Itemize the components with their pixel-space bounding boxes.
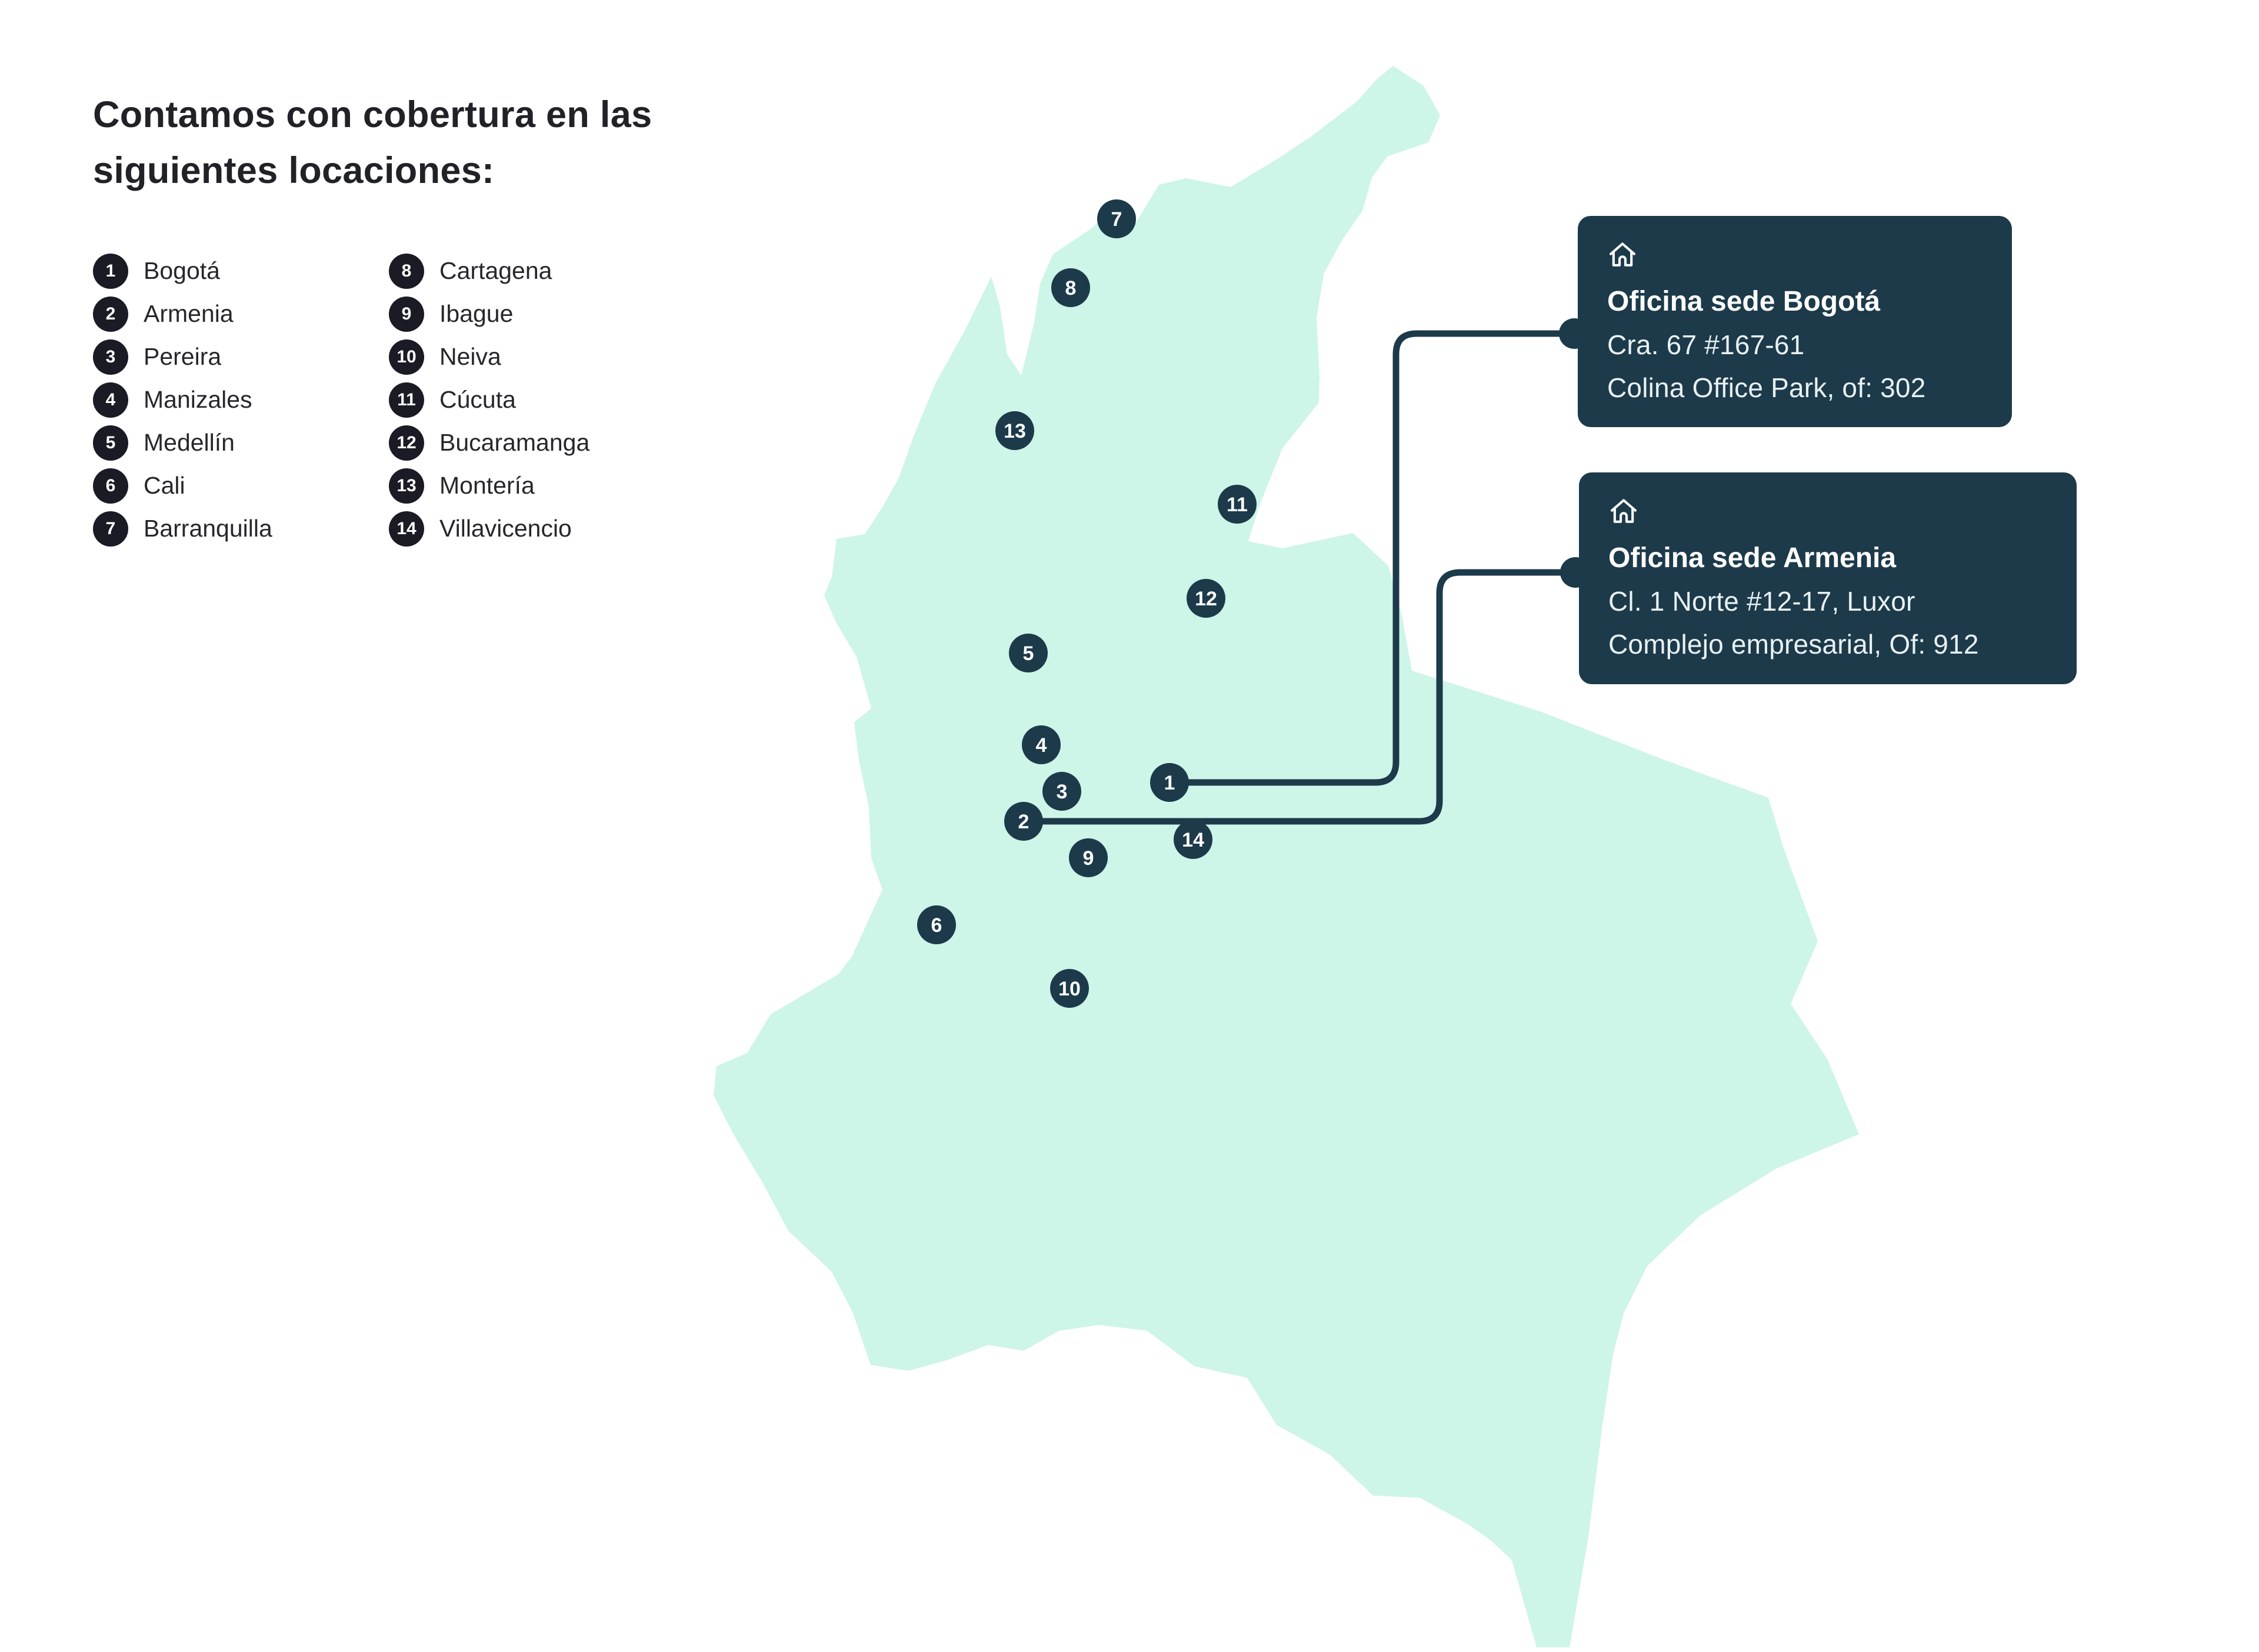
svg-text:6: 6 — [931, 914, 942, 937]
map-marker-4: 4 — [1022, 725, 1061, 764]
legend-city-label: Cartagena — [439, 257, 552, 284]
map-marker-5: 5 — [1009, 634, 1048, 672]
legend-city-label: Manizales — [144, 386, 252, 413]
svg-text:4: 4 — [1036, 734, 1047, 757]
office-card-address-line1: Cl. 1 Norte #12-17, Luxor — [1608, 586, 1915, 617]
legend-item-bogotá: 1 Bogotá — [93, 249, 272, 292]
map-marker-9: 9 — [1069, 838, 1108, 877]
legend-item-medellín: 5 Medellín — [93, 421, 272, 464]
legend-number-badge: 3 — [93, 339, 128, 375]
home-icon — [1611, 499, 1637, 523]
legend-item-barranquilla: 7 Barranquilla — [93, 507, 272, 550]
legend-item-armenia: 2 Armenia — [93, 292, 272, 335]
legend-city-label: Neiva — [439, 343, 501, 370]
legend-city-label: Bogotá — [144, 257, 220, 284]
legend-item-manizales: 4 Manizales — [93, 378, 272, 421]
svg-text:3: 3 — [1057, 781, 1068, 803]
svg-text:1: 1 — [1164, 772, 1175, 794]
legend-number-badge: 6 — [93, 468, 128, 504]
map-marker-7: 7 — [1097, 199, 1136, 238]
office-card-armenia: Oficina sede Armenia Cl. 1 Norte #12-17,… — [1579, 472, 2077, 684]
map-marker-6: 6 — [917, 905, 956, 944]
legend-number-badge: 1 — [93, 253, 128, 289]
legend-item-ibague: 9 Ibague — [389, 292, 589, 335]
svg-text:2: 2 — [1018, 811, 1029, 833]
legend-number-badge: 9 — [389, 296, 424, 332]
legend-item-villavicencio: 14 Villavicencio — [389, 507, 589, 550]
legend-number-badge: 5 — [93, 425, 128, 461]
legend-city-label: Montería — [439, 472, 535, 499]
map-marker-14: 14 — [1174, 820, 1212, 859]
legend-item-neiva: 10 Neiva — [389, 335, 589, 378]
svg-text:7: 7 — [1111, 208, 1122, 231]
office-card-address-line1: Cra. 67 #167-61 — [1607, 329, 1805, 360]
legend-city-label: Villavicencio — [439, 515, 572, 542]
legend-city-label: Cúcuta — [439, 386, 516, 413]
legend-number-badge: 12 — [389, 425, 424, 461]
legend-item-cúcuta: 11 Cúcuta — [389, 378, 589, 421]
svg-text:12: 12 — [1195, 588, 1217, 610]
legend-city-label: Ibague — [439, 300, 514, 327]
office-card-title: Oficina sede Bogotá — [1607, 286, 1881, 317]
svg-text:8: 8 — [1065, 277, 1077, 299]
legend-city-label: Bucaramanga — [439, 429, 590, 456]
legend-city-label: Medellín — [144, 429, 235, 456]
svg-text:10: 10 — [1058, 978, 1081, 1000]
map-marker-3: 3 — [1042, 772, 1081, 811]
colombia-map-shape — [714, 66, 1859, 1647]
office-card-address-line2: Colina Office Park, of: 302 — [1607, 372, 1926, 403]
map-marker-10: 10 — [1050, 969, 1089, 1008]
office-card-address-line2: Complejo empresarial, Of: 912 — [1608, 629, 1979, 660]
legend-column-2: 8 Cartagena 9 Ibague 10 Neiva 11 Cúcuta … — [389, 249, 589, 550]
legend-number-badge: 8 — [389, 253, 424, 289]
legend-item-cali: 6 Cali — [93, 464, 272, 507]
legend-number-badge: 2 — [93, 296, 128, 332]
legend-number-badge: 13 — [389, 468, 424, 504]
map-marker-11: 11 — [1218, 485, 1257, 524]
legend-number-badge: 10 — [389, 339, 424, 375]
svg-text:5: 5 — [1023, 642, 1034, 665]
office-card-title: Oficina sede Armenia — [1608, 542, 1897, 574]
page-title: Contamos con cobertura en las siguientes… — [93, 87, 652, 199]
svg-text:14: 14 — [1182, 829, 1204, 851]
map-marker-8: 8 — [1051, 268, 1090, 307]
legend-item-montería: 13 Montería — [389, 464, 589, 507]
map-marker-12: 12 — [1187, 579, 1225, 618]
map-marker-1: 1 — [1150, 763, 1189, 802]
map-marker-13: 13 — [995, 411, 1034, 450]
legend-item-cartagena: 8 Cartagena — [389, 249, 589, 292]
page-title-line1: Contamos con cobertura en las — [93, 94, 652, 135]
legend-item-bucaramanga: 12 Bucaramanga — [389, 421, 589, 464]
svg-text:9: 9 — [1083, 847, 1094, 870]
legend-number-badge: 4 — [93, 382, 128, 418]
svg-text:13: 13 — [1004, 420, 1026, 442]
legend-city-label: Armenia — [144, 300, 234, 327]
legend-city-label: Barranquilla — [144, 515, 272, 542]
legend-city-label: Pereira — [144, 343, 222, 370]
legend-item-pereira: 3 Pereira — [93, 335, 272, 378]
legend-column-1: 1 Bogotá 2 Armenia 3 Pereira 4 Manizales… — [93, 249, 272, 550]
connector-line-armenia — [1024, 569, 1575, 825]
connector-line-bogota — [1170, 330, 1574, 786]
office-card-bogota: Oficina sede Bogotá Cra. 67 #167-61 Coli… — [1578, 216, 2012, 427]
legend-city-label: Cali — [144, 472, 185, 499]
legend-number-badge: 14 — [389, 511, 424, 547]
map-marker-2: 2 — [1004, 802, 1043, 841]
legend-number-badge: 11 — [389, 382, 424, 418]
legend-number-badge: 7 — [93, 511, 128, 547]
svg-text:11: 11 — [1227, 494, 1248, 516]
home-icon — [1610, 242, 1635, 267]
page-title-line2: siguientes locaciones: — [93, 150, 495, 191]
